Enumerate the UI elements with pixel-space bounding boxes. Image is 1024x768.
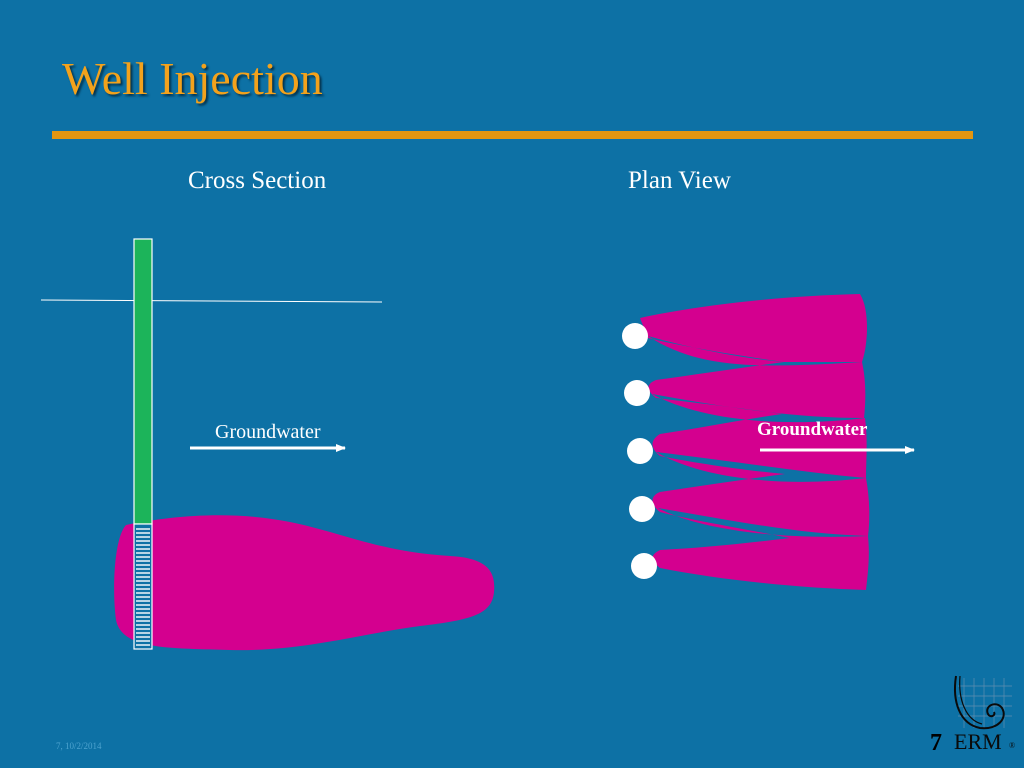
injection-well-dot <box>624 380 650 406</box>
erm-logo-icon <box>954 675 1012 730</box>
injection-well-dot <box>631 553 657 579</box>
well-screen <box>133 523 153 650</box>
erm-logo-text: ERM <box>954 729 1002 754</box>
slide-title: Well Injection <box>62 53 323 104</box>
injection-well-dot <box>627 438 653 464</box>
groundwater-label-cross-section: Groundwater <box>215 421 321 443</box>
well-casing <box>133 238 153 525</box>
plan-view-heading: Plan View <box>628 167 731 194</box>
groundwater-label-plan-view: Groundwater <box>757 419 868 440</box>
water-table-line <box>40 299 383 303</box>
slide-number: 7 <box>930 730 942 756</box>
cross-section-plume <box>114 515 495 651</box>
injection-well-dot <box>629 496 655 522</box>
registered-mark: ® <box>1009 741 1016 750</box>
footer-date: 7, 10/2/2014 <box>56 741 102 751</box>
title-rule <box>52 131 973 139</box>
injection-well-dot <box>622 323 648 349</box>
cross-section-heading: Cross Section <box>188 167 327 194</box>
plan-view-plume <box>640 294 870 590</box>
